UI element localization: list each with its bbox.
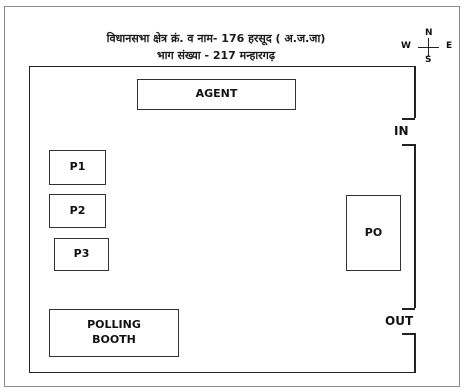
entry-door-label: IN	[394, 124, 409, 138]
right-wall-bottom	[414, 333, 416, 373]
compass-north: N	[425, 28, 433, 38]
part-number-title: भाग संख्या - 217 मन्हारगढ़	[156, 49, 276, 62]
compass-rose: N W E S	[396, 28, 462, 68]
compass-vertical-line	[428, 38, 429, 57]
diagram-frame	[4, 6, 460, 387]
in-door-top-tick	[402, 118, 415, 120]
p2-box: P2	[49, 194, 106, 228]
out-door-bottom-tick	[402, 333, 415, 335]
right-wall-middle	[414, 144, 416, 308]
compass-south: S	[425, 55, 432, 65]
out-door-top-tick	[402, 308, 415, 310]
compass-east: E	[446, 41, 453, 51]
constituency-title: विधानसभा क्षेत्र क्रं. व नाम- 176 हरसूद …	[106, 32, 326, 45]
polling-booth-box: POLLING BOOTH	[49, 309, 179, 357]
in-door-bottom-tick	[402, 144, 415, 146]
presiding-officer-box: PO	[346, 195, 401, 271]
room-outline	[29, 66, 416, 373]
right-wall-top	[414, 66, 416, 118]
p3-box: P3	[54, 238, 109, 271]
agent-box: AGENT	[137, 79, 296, 110]
p1-box: P1	[49, 150, 106, 185]
exit-door-label: OUT	[385, 314, 414, 328]
compass-west: W	[401, 41, 411, 51]
